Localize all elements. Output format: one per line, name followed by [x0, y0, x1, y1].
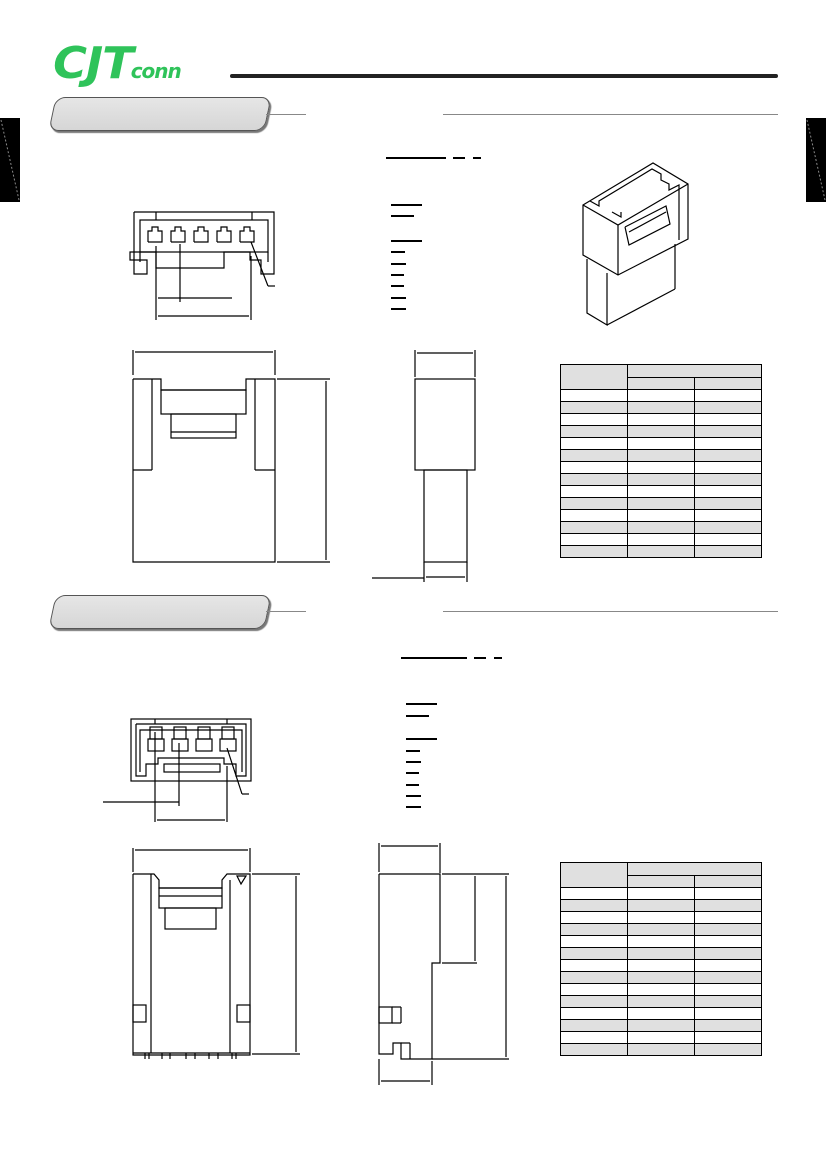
- table-row: [560, 461, 762, 474]
- legend-mark: [406, 761, 421, 763]
- table-row: [560, 485, 762, 498]
- part-number-field: [453, 157, 465, 159]
- table-subheader: [694, 875, 762, 888]
- table-row: [560, 947, 762, 960]
- part-number-field: [473, 157, 481, 159]
- table-row: [560, 959, 762, 972]
- part-number-field: [386, 157, 446, 159]
- drawing-side-view-1: [132, 350, 330, 563]
- table-row: [560, 971, 762, 984]
- legend-mark: [391, 251, 405, 253]
- table-subheader: [627, 875, 695, 888]
- legend-mark: [406, 750, 420, 752]
- section-1-rule-short: [266, 114, 306, 115]
- table-row: [560, 1031, 762, 1044]
- table-row: [560, 545, 762, 558]
- table-row: [560, 413, 762, 426]
- drawing-front-view-2: [103, 718, 252, 822]
- legend-mark: [406, 784, 419, 786]
- table-row: [560, 887, 762, 900]
- legend-mark: [391, 240, 422, 242]
- table-header-group: [627, 862, 762, 876]
- drawing-side-view-2: [132, 848, 300, 1059]
- table-row: [560, 1043, 762, 1056]
- legend-mark: [391, 204, 422, 206]
- drawing-end-view-1: [372, 350, 476, 582]
- section-2-rule-long: [443, 611, 778, 612]
- legend-mark: [391, 297, 406, 299]
- section-2-rule-short: [266, 611, 306, 612]
- table-subheader: [627, 377, 695, 390]
- table-header-left: [560, 862, 628, 888]
- table-row: [560, 449, 762, 462]
- legend-mark: [406, 703, 437, 705]
- side-tab-right: [806, 118, 826, 202]
- logo-main-text: CJT: [53, 38, 134, 89]
- table-header-left: [560, 364, 628, 390]
- section-1-rule-long: [443, 114, 778, 115]
- legend-mark: [406, 772, 419, 774]
- part-number-field: [494, 657, 502, 659]
- table-row: [560, 923, 762, 936]
- section-1-title-pill: [48, 97, 272, 131]
- table-row: [560, 473, 762, 486]
- legend-mark: [391, 308, 406, 310]
- table-row: [560, 509, 762, 522]
- brand-logo: CJTconn: [53, 38, 182, 89]
- part-number-field: [401, 657, 467, 659]
- drawing-front-view-1: [129, 211, 275, 320]
- drawing-isometric-view-1: [582, 162, 689, 327]
- legend-mark: [406, 715, 429, 717]
- section-2-title-pill: [48, 595, 272, 629]
- part-number-field: [474, 657, 486, 659]
- header-rule: [230, 74, 778, 78]
- legend-mark: [391, 285, 404, 287]
- table-header-group: [627, 364, 762, 378]
- table-row: [560, 899, 762, 912]
- table-row: [560, 401, 762, 414]
- legend-mark: [391, 263, 406, 265]
- table-row: [560, 497, 762, 510]
- table-row: [560, 389, 762, 402]
- table-row: [560, 1019, 762, 1032]
- side-tab-left: [0, 118, 20, 202]
- table-row: [560, 425, 762, 438]
- drawing-end-view-2: [378, 843, 509, 1085]
- logo-sub-text: conn: [130, 59, 182, 83]
- table-row: [560, 521, 762, 534]
- table-row: [560, 983, 762, 996]
- table-subheader: [694, 377, 762, 390]
- legend-mark: [391, 274, 404, 276]
- table-row: [560, 1007, 762, 1020]
- table-row: [560, 533, 762, 546]
- table-row: [560, 911, 762, 924]
- legend-mark: [406, 795, 421, 797]
- spec-table-2: [560, 862, 762, 1056]
- table-row: [560, 437, 762, 450]
- table-row: [560, 935, 762, 948]
- legend-mark: [406, 738, 437, 740]
- table-row: [560, 995, 762, 1008]
- legend-mark: [406, 806, 421, 808]
- legend-mark: [391, 215, 414, 217]
- spec-table-1: [560, 364, 762, 558]
